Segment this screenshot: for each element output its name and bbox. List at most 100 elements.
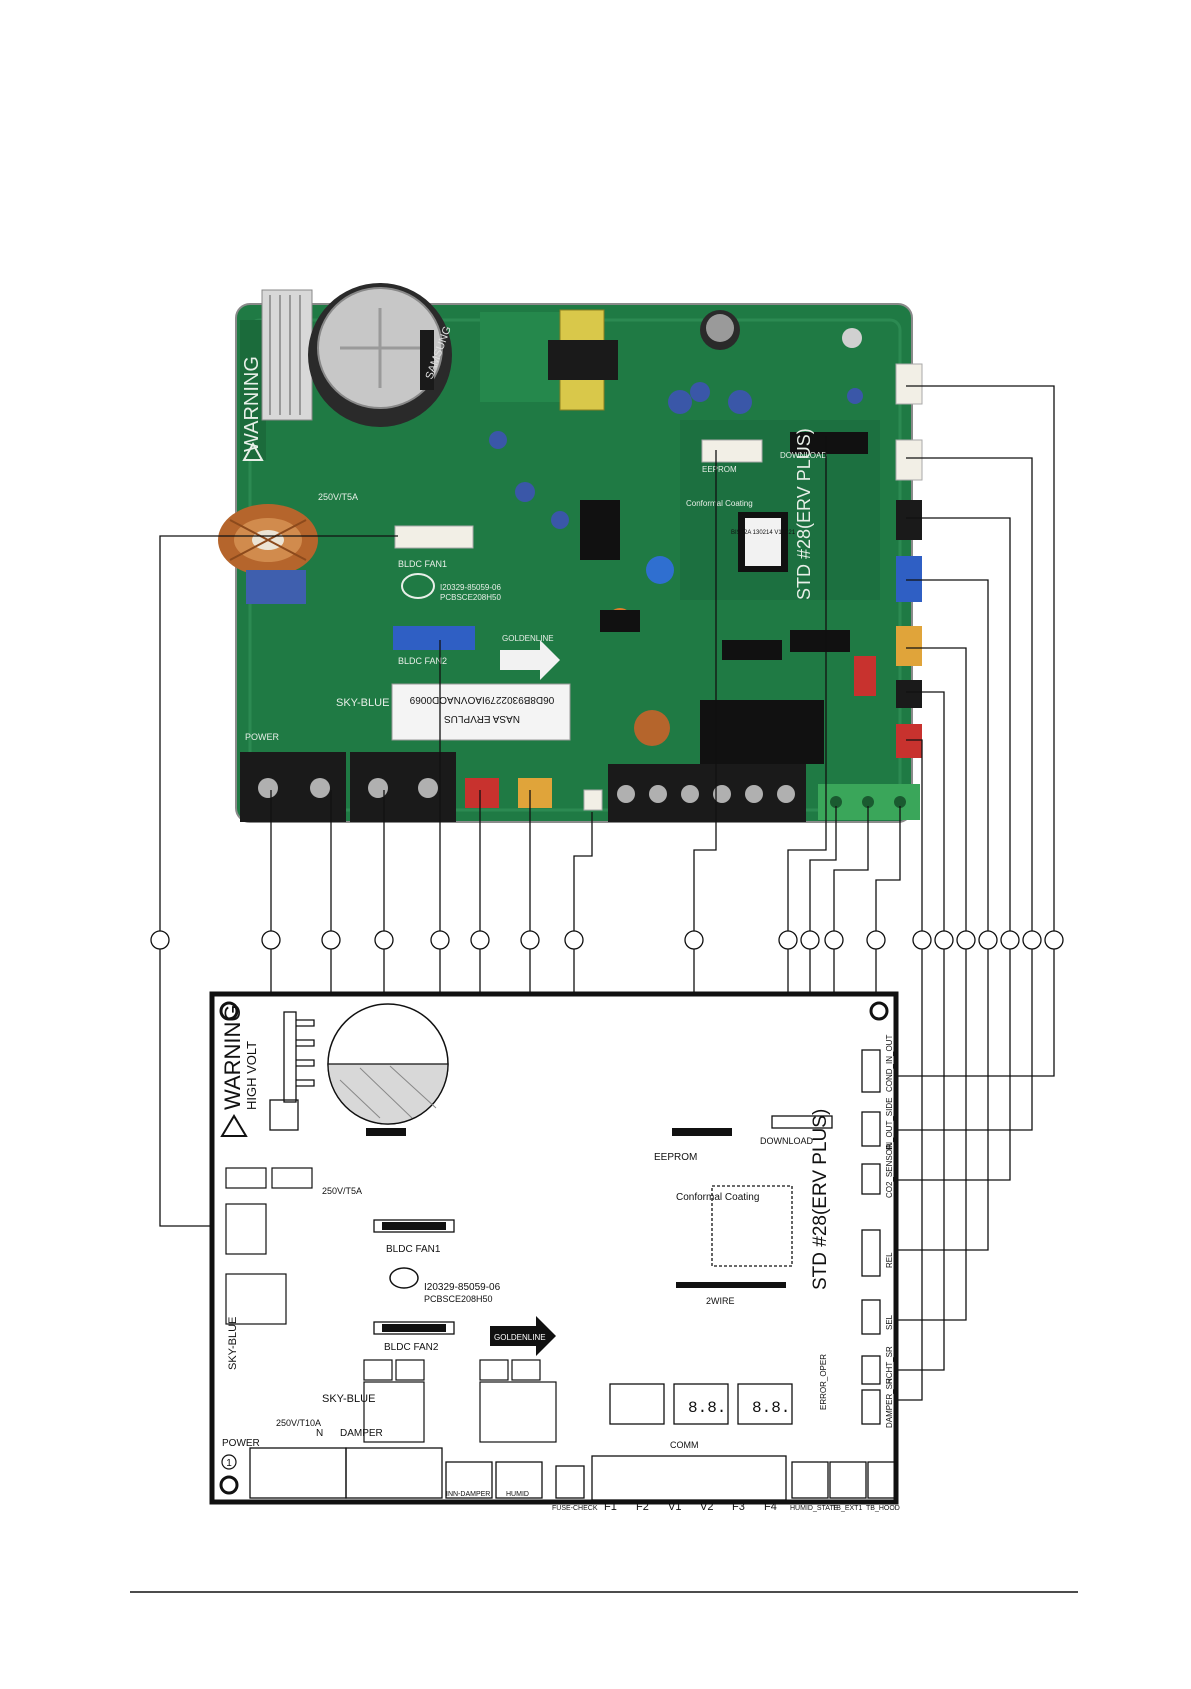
schematic-humid-box <box>495 1461 543 1499</box>
blue-relay <box>246 570 306 604</box>
photo-sky-blue: SKY-BLUE <box>336 697 389 709</box>
schematic-power: POWER <box>222 1438 260 1449</box>
terminal-label-v1: V1 <box>668 1501 681 1513</box>
schematic-7seg-mid-text: 8.8. <box>688 1399 726 1417</box>
capacitor-icon: SAMSUNG <box>308 283 454 427</box>
photo-conn-r2 <box>895 439 923 481</box>
schematic-7seg-left <box>609 1383 665 1425</box>
schematic-humid-state-box <box>791 1461 829 1499</box>
schematic-mcu <box>711 1185 793 1267</box>
photo-fuse-text: 250V/T5A <box>318 492 358 502</box>
photo-conn-r6 <box>896 680 922 708</box>
photo-connector-download <box>790 432 868 454</box>
schematic-error-oper: ERROR_OPER <box>819 1354 828 1410</box>
schematic-sky-blue-mid: SKY-BLUE <box>322 1393 375 1405</box>
schematic-pcb-code: PCBSCE208H50 <box>424 1294 493 1304</box>
leader-lines <box>159 385 1055 1490</box>
barcode-line2: NASA ERVPLUS <box>444 713 520 724</box>
schematic-outline <box>209 991 899 1505</box>
schematic-download: DOWNLOAD <box>760 1136 814 1146</box>
schematic-7seg-right <box>737 1383 793 1425</box>
photo-part-code: I20329-85059-06 <box>440 583 501 592</box>
schematic-download-conn <box>771 1115 833 1129</box>
photo-conn-r8 <box>854 656 876 696</box>
schematic-bldc-fan1: BLDC FAN1 <box>386 1244 441 1255</box>
schematic-conformal: Conformal Coating <box>676 1192 759 1203</box>
schematic-eeprom-conn <box>672 1128 732 1136</box>
schematic-right-connectors <box>861 1049 881 1425</box>
schematic-tb-hood-box <box>867 1461 897 1499</box>
photo-conn-inn-damper <box>465 778 499 808</box>
photo-conn-r7 <box>896 724 922 758</box>
barcode-label <box>391 683 571 741</box>
barcode-line1: 06D8B9302279IAOVNAOD0069 <box>409 694 554 705</box>
photo-terminals-left <box>240 752 456 822</box>
schematic-std-text: STD #28(ERV PLUS) <box>810 1109 831 1290</box>
schematic-arrow-right-icon <box>490 1316 556 1356</box>
photo-std-text: STD #28(ERV PLUS) <box>794 428 814 600</box>
terminal-label-f1: F1 <box>604 1501 617 1513</box>
bottom-label-inn-damper: INN-DAMPER <box>446 1491 490 1498</box>
heatsink <box>261 289 313 421</box>
right-label-damper-sr: DAMPER_SR <box>885 1378 894 1428</box>
schematic-tb-ext1-box <box>829 1461 867 1499</box>
schematic-circle-number: 1 <box>226 1458 232 1469</box>
schematic-bldc-fan2: BLDC FAN2 <box>384 1342 439 1353</box>
schematic-high-volt: HIGH VOLT <box>244 1041 259 1110</box>
terminal-label-f4: F4 <box>764 1501 777 1513</box>
right-label-rel: REL <box>885 1252 894 1268</box>
schematic-power-terminal-2 <box>345 1447 443 1499</box>
schematic-sky-blue-left: SKY-BLUE <box>227 1317 239 1370</box>
chip-text: BIS12A 130214 V13021 <box>731 530 796 536</box>
display-block <box>700 700 824 764</box>
samsung-logo-icon <box>401 573 435 599</box>
bottom-label-tb-hood: TB_HOOD <box>866 1505 900 1512</box>
transformer-icon <box>548 309 618 411</box>
bottom-label-fuse-check: FUSE-CHECK <box>552 1505 598 1512</box>
photo-connector-eeprom <box>701 439 763 463</box>
schematic-fuse-bottom: 250V/T10A <box>276 1418 321 1428</box>
right-label-cond-in-out: COND_IN_OUT <box>885 1035 894 1092</box>
photo-warning-text: WARNING <box>241 356 263 452</box>
schematic-comm-terminal <box>591 1455 787 1501</box>
bottom-label-humid: HUMID <box>506 1491 529 1498</box>
photo-conformal: Conformal Coating <box>686 499 753 508</box>
arrow-right-icon <box>500 640 560 680</box>
photo-terminals-comm <box>608 764 806 822</box>
schematic-inn-damper-box <box>445 1461 493 1499</box>
pcb-photo: WARNING SAMSUNG <box>218 283 923 823</box>
photo-conn-r3 <box>896 500 922 540</box>
schematic-warning: WARNING <box>220 1004 245 1110</box>
photo-eeprom: EEPROM <box>702 465 737 474</box>
terminal-label-f3: F3 <box>732 1501 745 1513</box>
bottom-label-humid-state: HUMID_STATE <box>790 1505 839 1512</box>
photo-connector-bldc-fan2 <box>393 626 475 650</box>
schematic-2wire-bar <box>676 1282 786 1288</box>
schematic-relays <box>363 1359 557 1443</box>
photo-bldc-fan2-label: BLDC FAN2 <box>398 656 447 666</box>
schematic-part-code: I20329-85059-06 <box>424 1282 501 1293</box>
photo-conn-r4 <box>896 556 922 602</box>
photo-conn-r5 <box>896 626 922 666</box>
schematic-fuse-check-box <box>555 1465 585 1499</box>
photo-goldenline: GOLDENLINE <box>502 634 554 643</box>
schematic-heatsink <box>269 1011 315 1131</box>
terminal-label-v2: V2 <box>700 1501 713 1513</box>
photo-terminals-green <box>818 784 920 820</box>
terminal-label-f2: F2 <box>636 1501 649 1513</box>
right-label-in-out-side: IN_OUT_SIDE <box>885 1098 894 1150</box>
photo-pcb-code: PCBSCE208H50 <box>440 593 501 602</box>
photo-download: DOWNLOAD <box>780 451 827 460</box>
schematic-warning-triangle-icon <box>220 1114 248 1137</box>
schematic-n-label: N <box>316 1428 323 1439</box>
schematic-fuse-top: 250V/T5A <box>322 1186 362 1196</box>
schematic-7seg-mid <box>673 1383 729 1425</box>
warning-triangle-icon <box>242 441 264 461</box>
schematic-comm: COMM <box>670 1440 699 1450</box>
photo-conn-humid <box>518 778 552 808</box>
schematic-capacitor <box>327 1003 449 1136</box>
bottom-label-tb-ext1: TB_EXT1 <box>832 1505 862 1512</box>
right-label-hcht-sr: HCHT_SR <box>885 1346 894 1384</box>
